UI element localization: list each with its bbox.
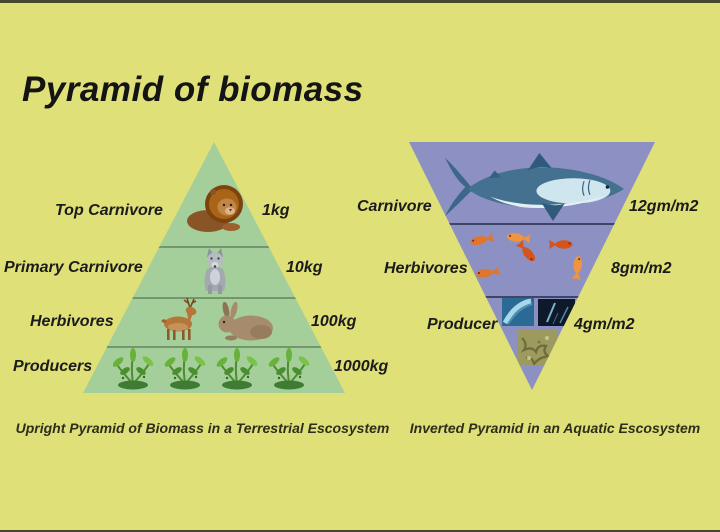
wolf-icon [195,247,235,295]
terrestrial-divider-2 [83,297,345,299]
aquatic-divider-1 [409,223,655,225]
aquatic-level-1-label: Carnivore [357,198,432,215]
aquatic-level-1-value: 12gm/m2 [629,198,699,215]
bottom-border [0,530,720,532]
terrestrial-divider-3 [83,346,345,348]
aquatic-level-2-label: Herbivores [384,260,468,277]
aquatic-level-3-label: Producer [427,316,498,333]
fish-school-icon [461,230,613,294]
terrestrial-level-1-value: 1kg [262,202,290,219]
terrestrial-level-4-value: 1000kg [334,358,389,375]
deer-icon [157,296,205,341]
terrestrial-level-4-label: Producers [13,358,93,375]
terrestrial-caption: Upright Pyramid of Biomass in a Terrestr… [15,420,390,436]
terrestrial-level-2-label: Primary Carnivore [4,259,143,276]
terrestrial-level-3-value: 100kg [311,313,357,330]
terrestrial-level-2-value: 10kg [286,259,323,276]
aquatic-divider-2 [409,296,655,298]
aquatic-level-2-value: 8gm/m2 [611,260,672,277]
shark-icon [437,152,632,222]
algae-mat-photo-icon [517,330,557,365]
plankton-photo-icon [538,299,575,326]
lion-icon [186,176,248,234]
plants-icon [113,347,313,391]
aquatic-level-3-value: 4gm/m2 [574,316,635,333]
aquatic-caption: Inverted Pyramid in an Aquatic Escosyste… [409,420,701,436]
algae-photo-icon [502,298,534,326]
terrestrial-level-3-label: Herbivores [30,313,114,330]
rabbit-icon [213,302,275,342]
terrestrial-divider-1 [83,246,345,248]
page-title: Pyramid of biomass [22,70,364,109]
top-border [0,0,720,3]
terrestrial-level-1-label: Top Carnivore [55,202,163,219]
